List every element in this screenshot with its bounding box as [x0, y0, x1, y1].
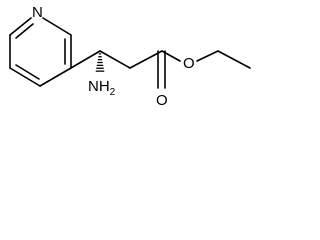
amine-label-subscript: 2: [110, 87, 116, 98]
bond-ethyl: [217, 50, 251, 69]
amine-label-prefix: NH: [88, 78, 110, 95]
bond-ring-to-stereocenter: [70, 50, 101, 69]
ester-oxygen-label: O: [183, 55, 195, 72]
amine-label: NH2: [88, 78, 116, 98]
bond-stereocenter-to-ch2: [99, 50, 131, 69]
double-bond-c4-c5: [15, 64, 40, 80]
bond-ester-oxygen-to-ethyl-ch2: [196, 50, 219, 62]
bond-ch2-to-carbonyl-carbon: [129, 50, 163, 69]
chemical-structure: N O O NH2: [9, 4, 251, 109]
pyridine-nitrogen-label: N: [32, 4, 43, 21]
bond-n1-c2: [42, 17, 72, 36]
stereo-hashed-wedge: [95, 53, 105, 72]
bond-c6-n1: [9, 17, 32, 36]
bond-c4-c5: [9, 67, 41, 87]
carbonyl-oxygen-label: O: [156, 92, 168, 109]
double-bond-c6-n1: [15, 23, 34, 39]
pyridine-ring: [9, 17, 72, 87]
bond-c3-c4: [39, 67, 72, 87]
